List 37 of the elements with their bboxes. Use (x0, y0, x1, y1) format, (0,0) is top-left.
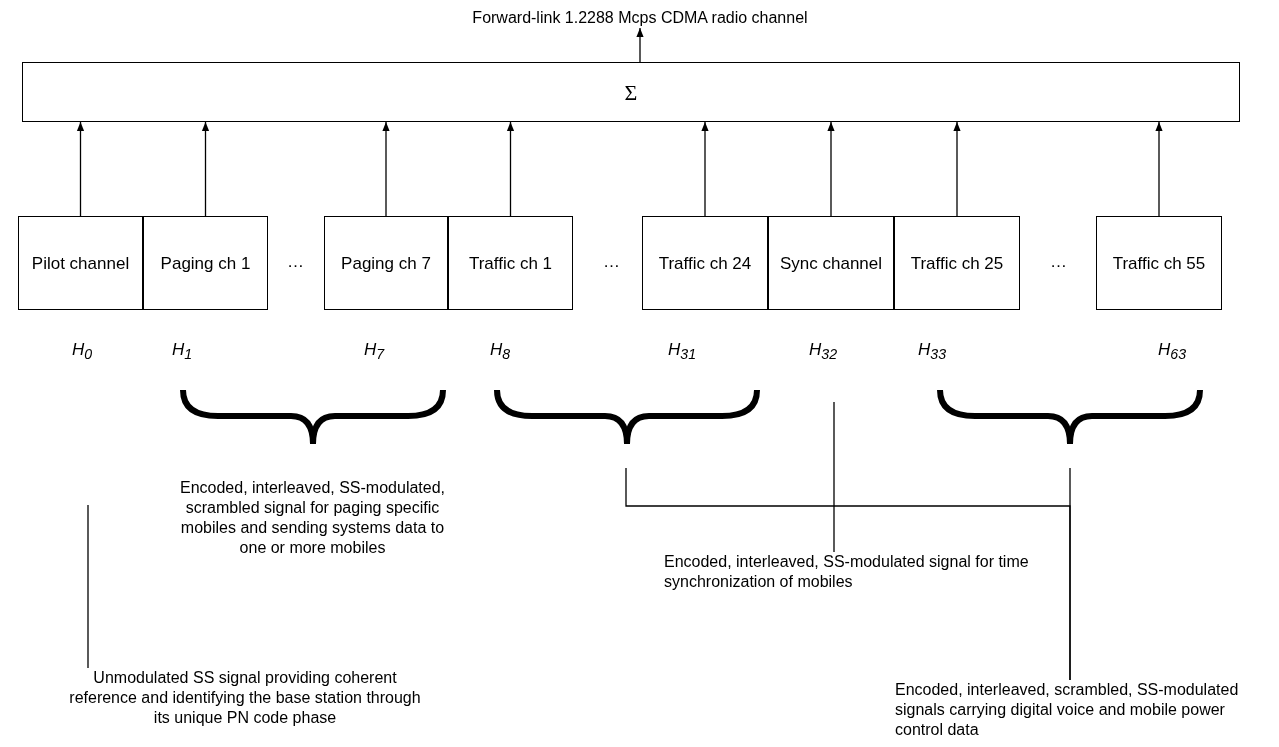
arrow (1155, 121, 1163, 217)
arrow (953, 121, 961, 217)
arrow (201, 121, 210, 217)
arrow (76, 121, 85, 217)
arrow (827, 121, 835, 217)
channel-box: Pilot channel (18, 216, 143, 310)
leader-line (833, 401, 835, 553)
channel-index-label: H$_{8}$ (490, 340, 511, 363)
channel-caption: Forward-link 1.2288 Mcps CDMA radio channel (440, 6, 840, 28)
channel-index-label: H$_{7}$ (364, 340, 385, 363)
channel-index-label: H$_{33}$ (918, 340, 947, 363)
description-text: Encoded, interleaved, scrambled, SS-modulated signals carrying digital voice and mobile power control data (895, 680, 1265, 742)
channel-box: Traffic ch 24 (642, 216, 768, 310)
description-text: Encoded, interleaved, SS-modulated, scrambled signal for paging specific mobiles and sending systems data to one or more mobiles (175, 478, 450, 582)
channel-index-label: H$_{32}$ (809, 340, 838, 363)
channel-box: Paging ch 1 (143, 216, 268, 310)
arrow (506, 121, 515, 217)
ellipsis: … (287, 252, 304, 272)
ellipsis: … (603, 252, 620, 272)
channel-index-label: H$_{0}$ (72, 340, 93, 363)
arrow (701, 121, 709, 217)
channel-box: Paging ch 7 (324, 216, 448, 310)
summer-box: Σ (22, 62, 1240, 122)
description-text: Unmodulated SS signal providing coherent reference and identifying the base station through its unique PN code phase (60, 668, 430, 730)
description-text: Encoded, interleaved, SS-modulated signal for time synchronization of mobiles (664, 552, 1034, 614)
arrow (382, 121, 390, 217)
arrow (636, 27, 644, 63)
ellipsis: … (1050, 252, 1067, 272)
leader-line (87, 504, 89, 669)
leader-line (625, 467, 1071, 681)
channel-index-label: H$_{63}$ (1158, 340, 1187, 363)
channel-index-label: H$_{31}$ (668, 340, 697, 363)
channel-box: Traffic ch 1 (448, 216, 573, 310)
channel-index-label: H$_{1}$ (172, 340, 193, 363)
channel-box: Traffic ch 25 (894, 216, 1020, 310)
channel-box: Sync channel (768, 216, 894, 310)
channel-box: Traffic ch 55 (1096, 216, 1222, 310)
